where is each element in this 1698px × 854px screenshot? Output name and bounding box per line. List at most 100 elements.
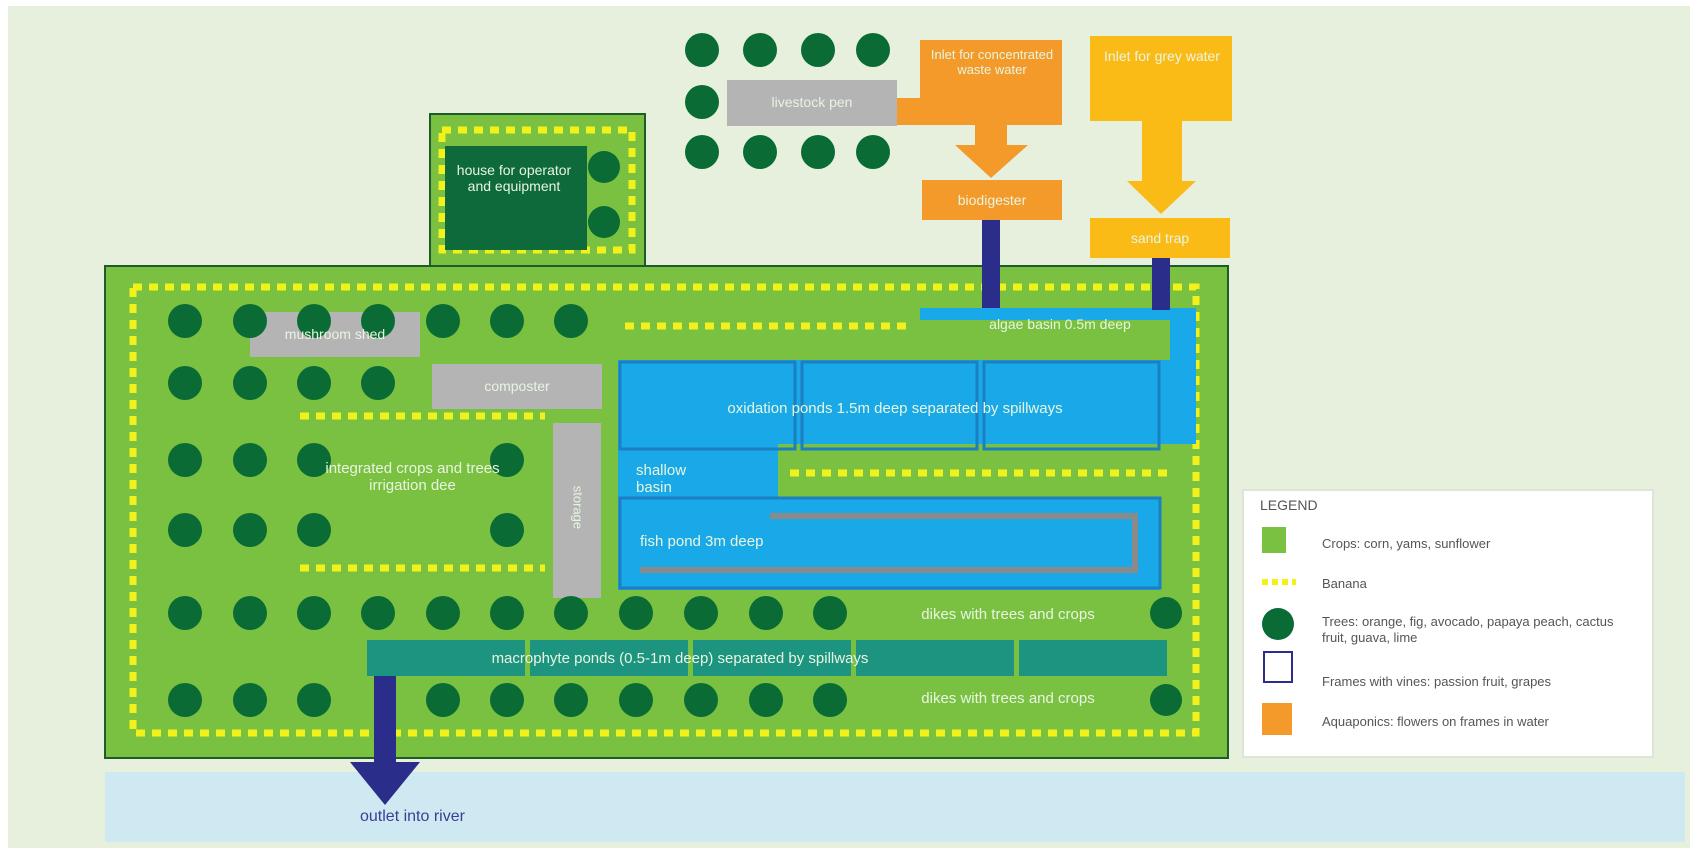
tree bbox=[490, 513, 524, 547]
sand-trap-box bbox=[1090, 218, 1230, 258]
algae-basin-label: algae basin 0.5m deep bbox=[989, 316, 1131, 332]
tree bbox=[426, 683, 460, 717]
tree bbox=[361, 304, 395, 338]
field-tree-group bbox=[168, 304, 1182, 717]
inlet-concentrated-box bbox=[920, 40, 1062, 125]
legend-title: LEGEND bbox=[1260, 497, 1318, 513]
tree bbox=[1150, 597, 1182, 629]
tree bbox=[554, 683, 588, 717]
biodigester-box bbox=[922, 180, 1062, 220]
tree bbox=[588, 151, 620, 183]
livestock-tree-group bbox=[685, 33, 890, 169]
dikes-lower-label: dikes with trees and crops bbox=[921, 690, 1095, 707]
macrophyte-pond bbox=[1019, 640, 1167, 676]
tree bbox=[297, 596, 331, 630]
fish-pond-label: fish pond 3m deep bbox=[640, 533, 764, 550]
legend-frame-swatch bbox=[1263, 651, 1293, 683]
tree bbox=[743, 33, 777, 67]
composter-label: composter bbox=[484, 378, 550, 394]
tree bbox=[749, 596, 783, 630]
livestock-pen-label: livestock pen bbox=[771, 94, 853, 110]
dikes-upper-label: dikes with trees and crops bbox=[921, 606, 1095, 623]
tree bbox=[426, 304, 460, 338]
legend-item-aquaponics: Aquaponics: flowers on frames in water bbox=[1322, 714, 1549, 729]
tree bbox=[554, 304, 588, 338]
tree bbox=[685, 85, 719, 119]
tree bbox=[490, 304, 524, 338]
tree bbox=[233, 443, 267, 477]
tree bbox=[297, 443, 331, 477]
water-system bbox=[618, 308, 1196, 590]
tree bbox=[233, 513, 267, 547]
integrated-crops-label: integrated crops and trees irrigation de… bbox=[325, 460, 500, 495]
tree bbox=[1150, 684, 1182, 716]
tree bbox=[749, 683, 783, 717]
tree bbox=[685, 33, 719, 67]
tree bbox=[813, 596, 847, 630]
house-building bbox=[445, 146, 587, 250]
biodigester-label: biodigester bbox=[957, 192, 1027, 208]
oxidation-pond bbox=[618, 360, 797, 451]
tree bbox=[426, 596, 460, 630]
inlet-grey-label: Inlet for grey water bbox=[1104, 48, 1220, 64]
livestock-pen bbox=[727, 80, 897, 126]
tree bbox=[856, 135, 890, 169]
tree bbox=[361, 366, 395, 400]
shallow-basin-label: shallow basin bbox=[636, 462, 687, 497]
legend-panel bbox=[1242, 489, 1654, 758]
outlet-arrow-head bbox=[350, 762, 420, 805]
outlet-label: outlet into river bbox=[360, 808, 465, 825]
tree bbox=[297, 513, 331, 547]
mushroom-shed-label: mushroom shed bbox=[284, 326, 386, 342]
tree bbox=[619, 596, 653, 630]
oxidation-pond bbox=[800, 360, 979, 451]
legend-item-crops: Crops: corn, yams, sunflower bbox=[1322, 536, 1491, 551]
legend-crops-swatch bbox=[1262, 527, 1286, 553]
macrophyte-ponds-label: macrophyte ponds (0.5-1m deep) separated… bbox=[491, 650, 869, 667]
tree bbox=[297, 366, 331, 400]
oxidation-pond bbox=[982, 360, 1161, 451]
tree bbox=[813, 683, 847, 717]
outlet-pipe bbox=[374, 676, 396, 762]
tree bbox=[361, 596, 395, 630]
tree bbox=[233, 683, 267, 717]
tree bbox=[685, 135, 719, 169]
sand-trap-label: sand trap bbox=[1130, 230, 1190, 246]
pipe-sandtrap bbox=[1152, 258, 1170, 310]
tree bbox=[233, 366, 267, 400]
tree bbox=[168, 304, 202, 338]
tree bbox=[233, 596, 267, 630]
inlet-grey-box bbox=[1090, 36, 1232, 121]
tree bbox=[554, 596, 588, 630]
macrophyte-pond bbox=[367, 640, 525, 676]
oxidation-ponds-label: oxidation ponds 1.5m deep separated by s… bbox=[727, 400, 1063, 417]
tree bbox=[801, 135, 835, 169]
macrophyte-pond bbox=[693, 640, 851, 676]
inlet-concentrated-arrow bbox=[955, 145, 1028, 178]
outer-bund bbox=[129, 283, 1200, 737]
legend-tree-circle bbox=[1262, 608, 1294, 640]
tree bbox=[684, 596, 718, 630]
tree bbox=[619, 683, 653, 717]
storage-label: storage bbox=[570, 485, 586, 530]
tree bbox=[588, 206, 620, 238]
legend-aquaponic-swatch bbox=[1262, 703, 1292, 735]
macrophyte-pond bbox=[530, 640, 688, 676]
tree bbox=[297, 683, 331, 717]
inlet-grey-stem bbox=[1142, 121, 1182, 181]
house-label: house for operator and equipment bbox=[456, 162, 572, 195]
fish-pond bbox=[618, 496, 1162, 590]
river bbox=[105, 772, 1685, 842]
inlet-grey-arrow bbox=[1127, 181, 1196, 214]
tree bbox=[684, 683, 718, 717]
inlet-concentrated-stem bbox=[975, 125, 1007, 145]
tree bbox=[801, 33, 835, 67]
legend-item-trees: Trees: orange, fig, avocado, papaya peac… bbox=[1322, 614, 1614, 645]
tree bbox=[856, 33, 890, 67]
tree bbox=[168, 683, 202, 717]
legend-item-frames: Frames with vines: passion fruit, grapes bbox=[1322, 674, 1552, 689]
tree bbox=[490, 683, 524, 717]
tree bbox=[743, 135, 777, 169]
